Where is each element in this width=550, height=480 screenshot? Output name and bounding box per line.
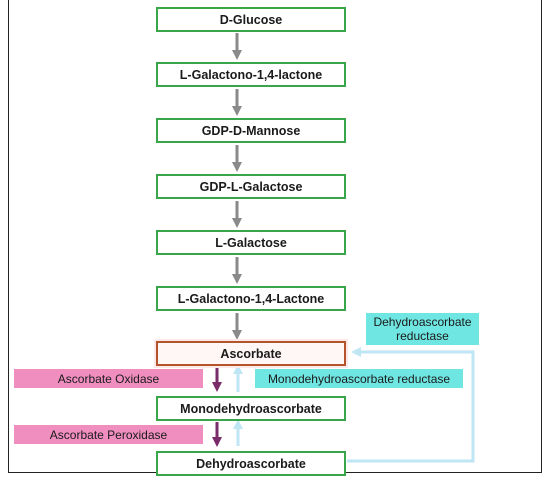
label-dehydroascorbate-reductase-line2: reductase: [396, 329, 449, 343]
node-dehydroascorbate: Dehydroascorbate: [156, 451, 346, 476]
arrow-dha-reductase-loop: [347, 347, 475, 463]
node-gdp-d-mannose: GDP-D-Mannose: [156, 118, 346, 143]
node-gdp-l-galactose: GDP-L-Galactose: [156, 174, 346, 199]
node-l-galactono-lactone-2: L-Galactono-1,4-Lactone: [156, 286, 346, 311]
label-dehydroascorbate-reductase: Dehydroascorbate reductase: [366, 313, 479, 345]
node-l-galactono-lactone-1: L-Galactono-1,4-lactone: [156, 62, 346, 87]
label-ascorbate-peroxidase: Ascorbate Peroxidase: [14, 425, 203, 444]
node-ascorbate: Ascorbate: [156, 341, 346, 366]
label-dehydroascorbate-reductase-line1: Dehydroascorbate: [373, 315, 472, 329]
label-monodehydroascorbate-reductase: Monodehydroascorbate reductase: [255, 369, 463, 388]
label-ascorbate-oxidase: Ascorbate Oxidase: [14, 369, 203, 388]
node-monodehydroascorbate: Monodehydroascorbate: [156, 396, 346, 421]
node-l-galactose: L-Galactose: [156, 230, 346, 255]
node-d-glucose: D-Glucose: [156, 7, 346, 32]
